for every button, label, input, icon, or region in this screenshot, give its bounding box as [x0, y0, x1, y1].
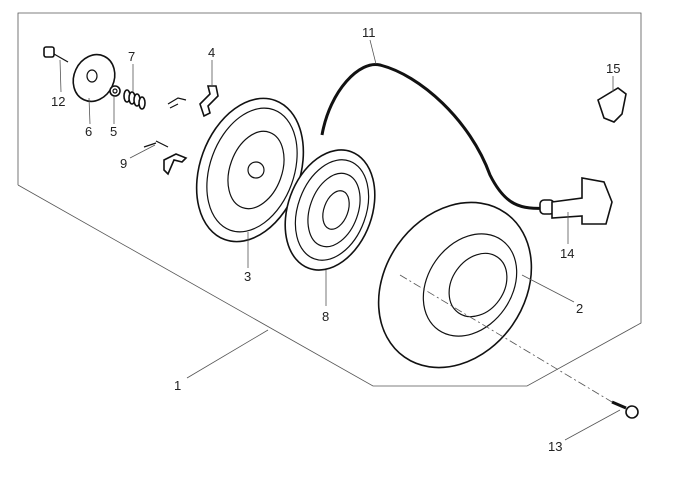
callout-5: 5 [110, 124, 117, 139]
ratchet-pawl-part [167, 85, 219, 118]
starter-rope-part [320, 62, 549, 210]
callout-9: 9 [120, 156, 127, 171]
callout-14: 14 [560, 246, 574, 261]
starter-case-part [377, 201, 533, 369]
flange-bolt-part [611, 400, 639, 419]
callout-13: 13 [548, 439, 562, 454]
callout-4: 4 [208, 45, 215, 60]
callout-6: 6 [85, 124, 92, 139]
spring-part [123, 89, 146, 110]
callout-1: 1 [174, 378, 181, 393]
center-bolt-part [43, 46, 69, 63]
clip-part [597, 87, 627, 123]
starter-grip-part [539, 177, 613, 225]
return-spring-part [143, 140, 188, 176]
callout-8: 8 [322, 309, 329, 324]
callout-2: 2 [576, 301, 583, 316]
callout-7: 7 [128, 49, 135, 64]
assembly-boundary [17, 12, 642, 387]
callout-15: 15 [606, 61, 620, 76]
recoil-spring-part [284, 149, 376, 271]
washer-part [109, 85, 121, 97]
callout-3: 3 [244, 269, 251, 284]
reel-pulley-part [195, 97, 305, 243]
callout-11: 11 [362, 25, 376, 40]
callout-12: 12 [51, 94, 65, 109]
